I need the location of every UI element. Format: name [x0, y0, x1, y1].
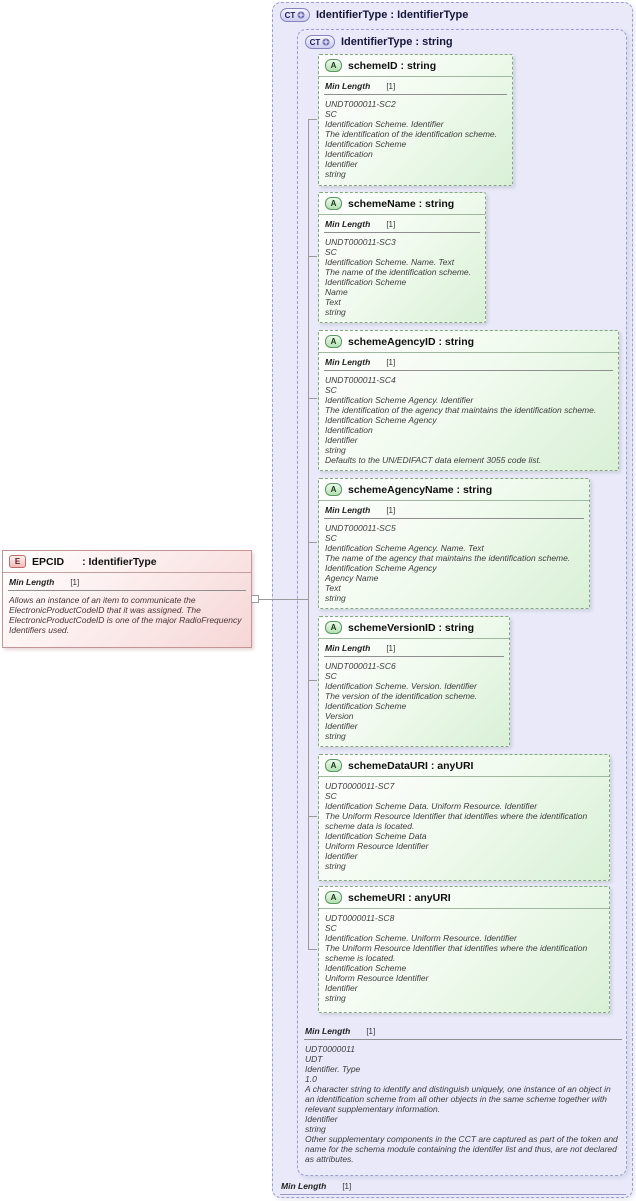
facet-name: Min Length	[325, 81, 371, 91]
inner-type-footer: Min Length [1] UDT0000011 UDT Identifier…	[303, 1024, 623, 1164]
element-type: : IdentifierType	[82, 555, 157, 568]
element-doc: Allows an instance of an item to communi…	[9, 595, 242, 635]
facet-row: Min Length [1]	[324, 79, 507, 95]
facet-row: Min Length [1]	[8, 575, 246, 591]
facet-row: Min Length [1]	[324, 217, 480, 233]
facet-row: Min Length [1]	[280, 1179, 626, 1195]
complex-type-icon	[297, 11, 305, 19]
complex-type-inner-header: CT IdentifierType : string	[298, 30, 626, 52]
attribute-doc: UNDT000011-SC4 SC Identification Scheme …	[325, 375, 597, 465]
attribute-icon: A	[325, 59, 342, 72]
facet-value: [1]	[386, 82, 396, 91]
attribute-box-schemeAgencyName[interactable]: A schemeAgencyName : string Min Length […	[318, 478, 590, 609]
attribute-header: A schemeName : string	[319, 193, 485, 215]
connector-line	[308, 949, 317, 950]
attribute-header: A schemeDataURI : anyURI	[319, 755, 609, 777]
connector-line	[308, 680, 317, 681]
connector-anchor	[251, 595, 259, 603]
attribute-doc: UDT0000011-SC7 SC Identification Scheme …	[325, 781, 588, 871]
element-icon: E	[9, 555, 26, 568]
facet-value: [1]	[386, 358, 396, 367]
complex-type-inner-title: IdentifierType : string	[341, 36, 453, 48]
complex-type-inner-box[interactable]: CT IdentifierType : string A schemeID : …	[297, 29, 627, 1176]
facet-row: Min Length [1]	[324, 503, 584, 519]
attribute-header: A schemeURI : anyURI	[319, 887, 609, 909]
attribute-title: schemeID : string	[348, 59, 437, 72]
connector-line	[308, 398, 317, 399]
facet-name: Min Length	[281, 1181, 327, 1191]
connector-line	[308, 119, 309, 950]
attribute-icon: A	[325, 335, 342, 348]
element-box-EPCID[interactable]: E EPCID : IdentifierType Min Length [1] …	[2, 550, 252, 648]
complex-type-outer-box[interactable]: CT IdentifierType : IdentifierType CT Id…	[272, 2, 633, 1198]
facet-value: [1]	[70, 578, 80, 587]
attribute-doc: UDT0000011-SC8 SC Identification Scheme.…	[325, 913, 588, 1003]
attribute-icon: A	[325, 197, 342, 210]
attribute-title: schemeAgencyID : string	[348, 335, 475, 348]
attribute-box-schemeURI[interactable]: A schemeURI : anyURI UDT0000011-SC8 SC I…	[318, 886, 610, 1013]
attribute-title: schemeURI : anyURI	[348, 891, 451, 904]
facet-name: Min Length	[325, 219, 371, 229]
attribute-box-schemeName[interactable]: A schemeName : string Min Length [1] UND…	[318, 192, 486, 323]
attribute-doc: UNDT000011-SC2 SC Identification Scheme.…	[325, 99, 497, 179]
facet-name: Min Length	[9, 577, 55, 587]
complex-type-badge: CT	[305, 35, 335, 49]
attribute-doc: UNDT000011-SC6 SC Identification Scheme.…	[325, 661, 478, 741]
complex-type-badge-label: CT	[284, 10, 296, 20]
attribute-box-schemeDataURI[interactable]: A schemeDataURI : anyURI UDT0000011-SC7 …	[318, 754, 610, 881]
complex-type-icon	[322, 38, 330, 46]
outer-type-footer: Min Length [1]	[279, 1179, 627, 1195]
facet-value: [1]	[386, 220, 396, 229]
attribute-box-schemeVersionID[interactable]: A schemeVersionID : string Min Length [1…	[318, 616, 510, 747]
attribute-icon: A	[325, 891, 342, 904]
attribute-title: schemeDataURI : anyURI	[348, 759, 474, 772]
type-documentation: UDT0000011 UDT Identifier. Type 1.0 A ch…	[305, 1044, 618, 1164]
element-name: EPCID	[32, 555, 65, 568]
facet-row: Min Length [1]	[324, 355, 613, 371]
complex-type-outer-title: IdentifierType : IdentifierType	[316, 9, 469, 21]
facet-row: Min Length [1]	[304, 1024, 622, 1040]
facet-name: Min Length	[305, 1026, 351, 1036]
attribute-doc: UNDT000011-SC5 SC Identification Scheme …	[325, 523, 571, 603]
attribute-icon: A	[325, 759, 342, 772]
facet-row: Min Length [1]	[324, 641, 504, 657]
facet-value: [1]	[342, 1182, 352, 1191]
complex-type-badge: CT	[280, 8, 310, 22]
attribute-doc: UNDT000011-SC3 SC Identification Scheme.…	[325, 237, 471, 317]
attribute-box-schemeID[interactable]: A schemeID : string Min Length [1] UNDT0…	[318, 54, 513, 186]
attribute-title: schemeName : string	[348, 197, 455, 210]
complex-type-badge-label: CT	[309, 37, 321, 47]
facet-value: [1]	[386, 644, 396, 653]
connector-line	[308, 816, 317, 817]
connector-line	[259, 599, 308, 600]
connector-line	[308, 542, 317, 543]
complex-type-outer-header: CT IdentifierType : IdentifierType	[273, 3, 632, 25]
facet-value: [1]	[366, 1027, 376, 1036]
attribute-header: A schemeAgencyName : string	[319, 479, 589, 501]
attribute-header: A schemeVersionID : string	[319, 617, 509, 639]
facet-value: [1]	[386, 506, 396, 515]
connector-line	[308, 119, 317, 120]
connector-line	[308, 256, 317, 257]
attribute-header: A schemeID : string	[319, 55, 512, 77]
facet-name: Min Length	[325, 357, 371, 367]
facet-name: Min Length	[325, 505, 371, 515]
attribute-title: schemeAgencyName : string	[348, 483, 493, 496]
facet-name: Min Length	[325, 643, 371, 653]
attribute-icon: A	[325, 621, 342, 634]
attribute-title: schemeVersionID : string	[348, 621, 475, 634]
element-header: E EPCID : IdentifierType	[3, 551, 251, 573]
attribute-header: A schemeAgencyID : string	[319, 331, 618, 353]
attribute-icon: A	[325, 483, 342, 496]
attribute-box-schemeAgencyID[interactable]: A schemeAgencyID : string Min Length [1]…	[318, 330, 619, 471]
